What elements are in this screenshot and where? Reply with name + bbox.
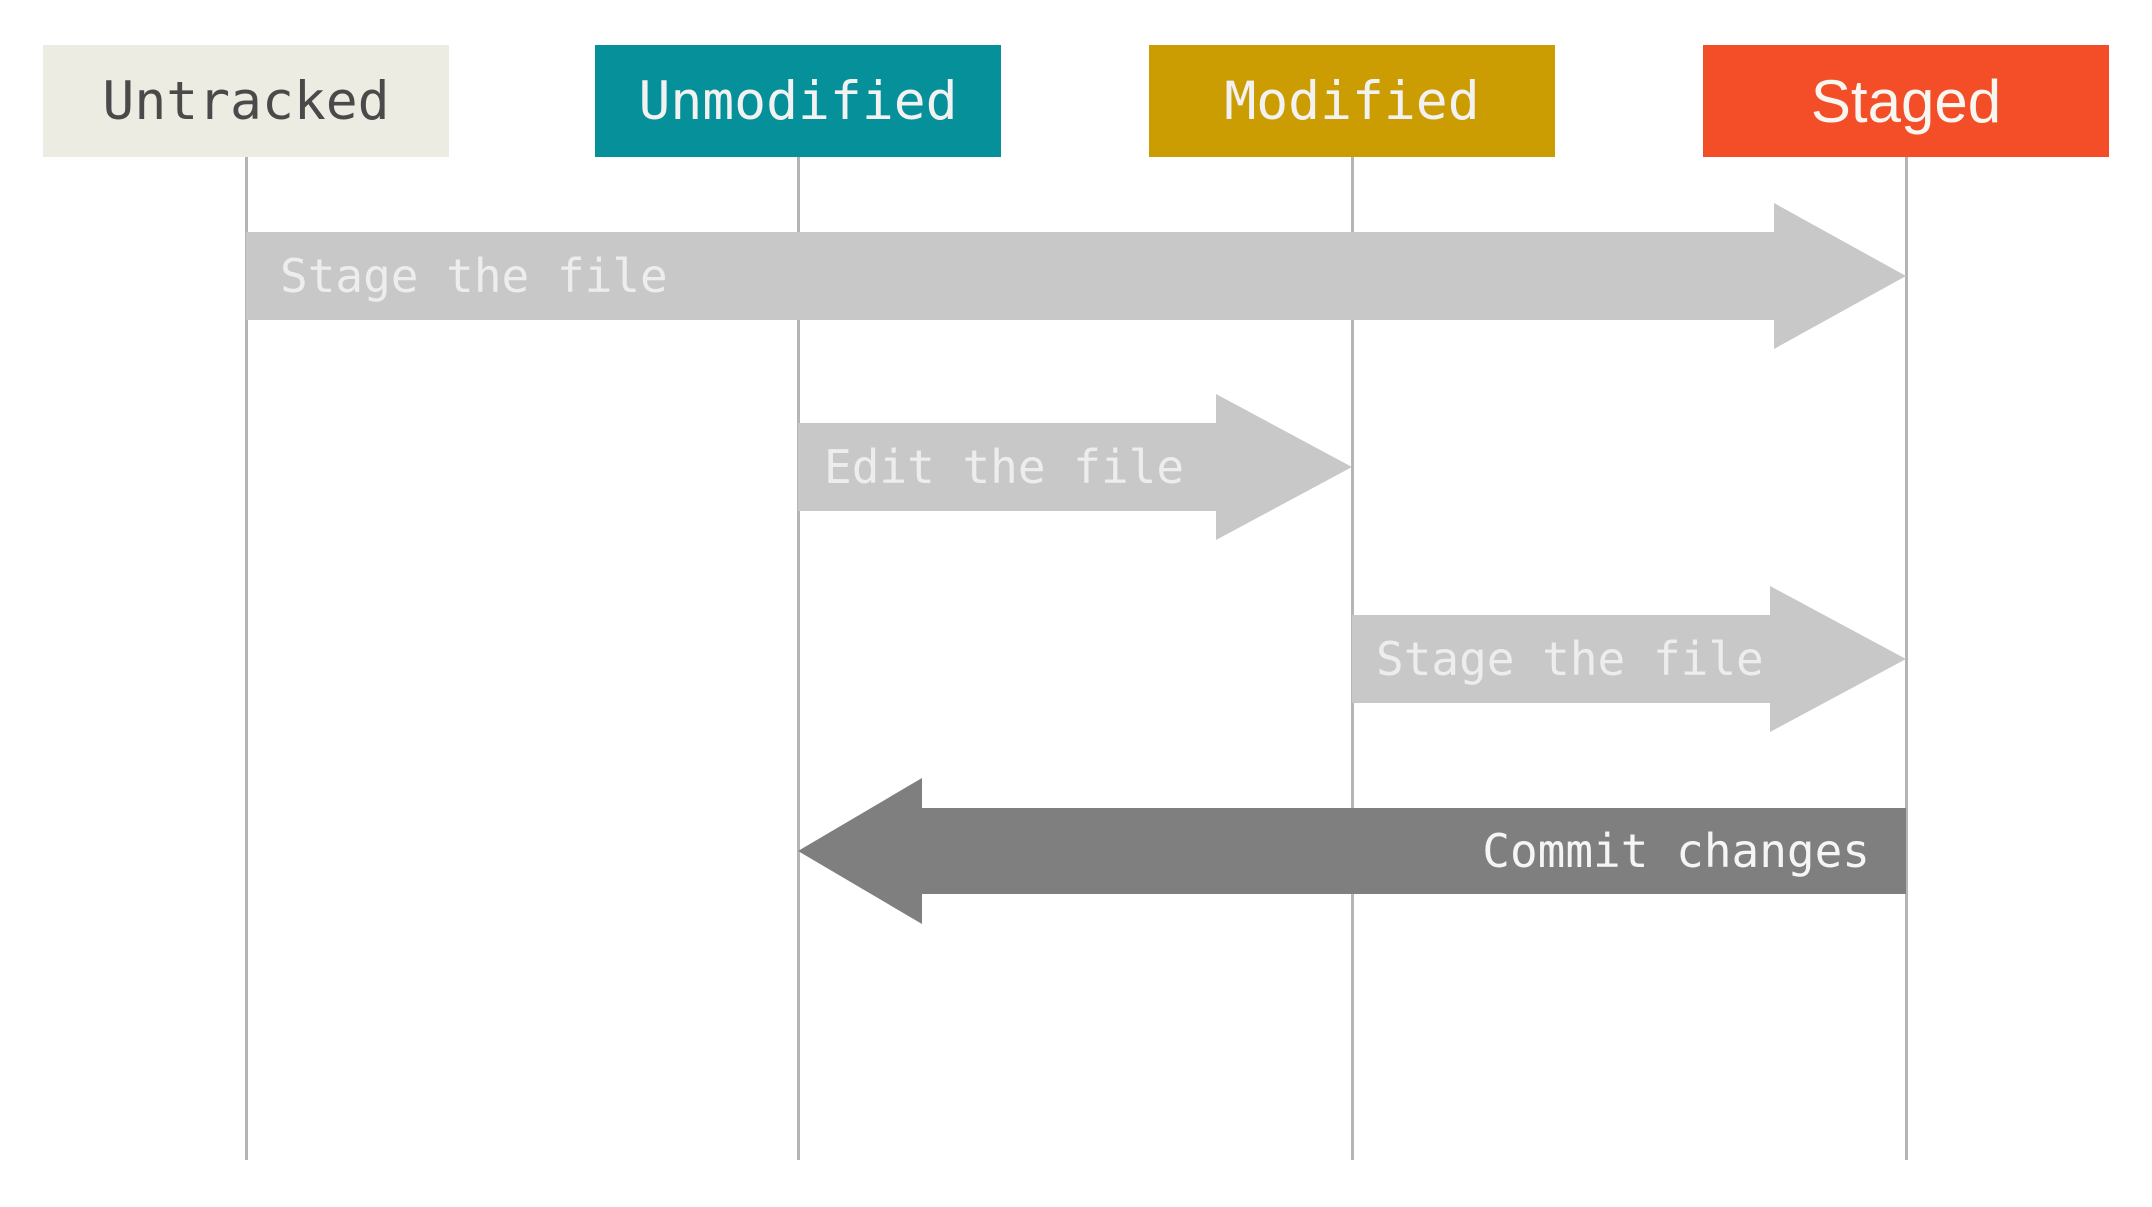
arrow-stage-file-modified-to-staged: Stage the file (1352, 615, 1770, 703)
arrow-edit-file-unmodified-to-modified: Edit the file (798, 423, 1216, 511)
arrow-label-edit-file: Edit the file (824, 440, 1185, 494)
state-box-staged: Staged (1703, 45, 2109, 157)
arrow-stage-file-untracked-to-staged: Stage the file (246, 232, 1774, 320)
arrow-label-stage-file-2: Stage the file (1376, 632, 1764, 686)
state-label-unmodified: Unmodified (638, 70, 958, 132)
state-box-modified: Modified (1149, 45, 1555, 157)
arrow-label-commit-changes: Commit changes (1482, 824, 1870, 878)
lifeline-unmodified (797, 157, 800, 1160)
lifeline-staged (1905, 157, 1908, 1160)
arrowhead-right-icon (1216, 394, 1352, 540)
arrowhead-left-icon (798, 778, 922, 924)
state-label-modified: Modified (1224, 70, 1480, 132)
arrow-commit-changes-staged-to-unmodified: Commit changes (922, 808, 1906, 894)
lifeline-untracked (245, 157, 248, 1160)
state-label-untracked: Untracked (102, 70, 390, 132)
state-box-untracked: Untracked (43, 45, 449, 157)
arrowhead-right-icon (1774, 203, 1906, 349)
state-label-staged: Staged (1810, 67, 2002, 135)
arrowhead-right-icon (1770, 586, 1906, 732)
state-box-unmodified: Unmodified (595, 45, 1001, 157)
arrow-label-stage-file-1: Stage the file (280, 249, 668, 303)
